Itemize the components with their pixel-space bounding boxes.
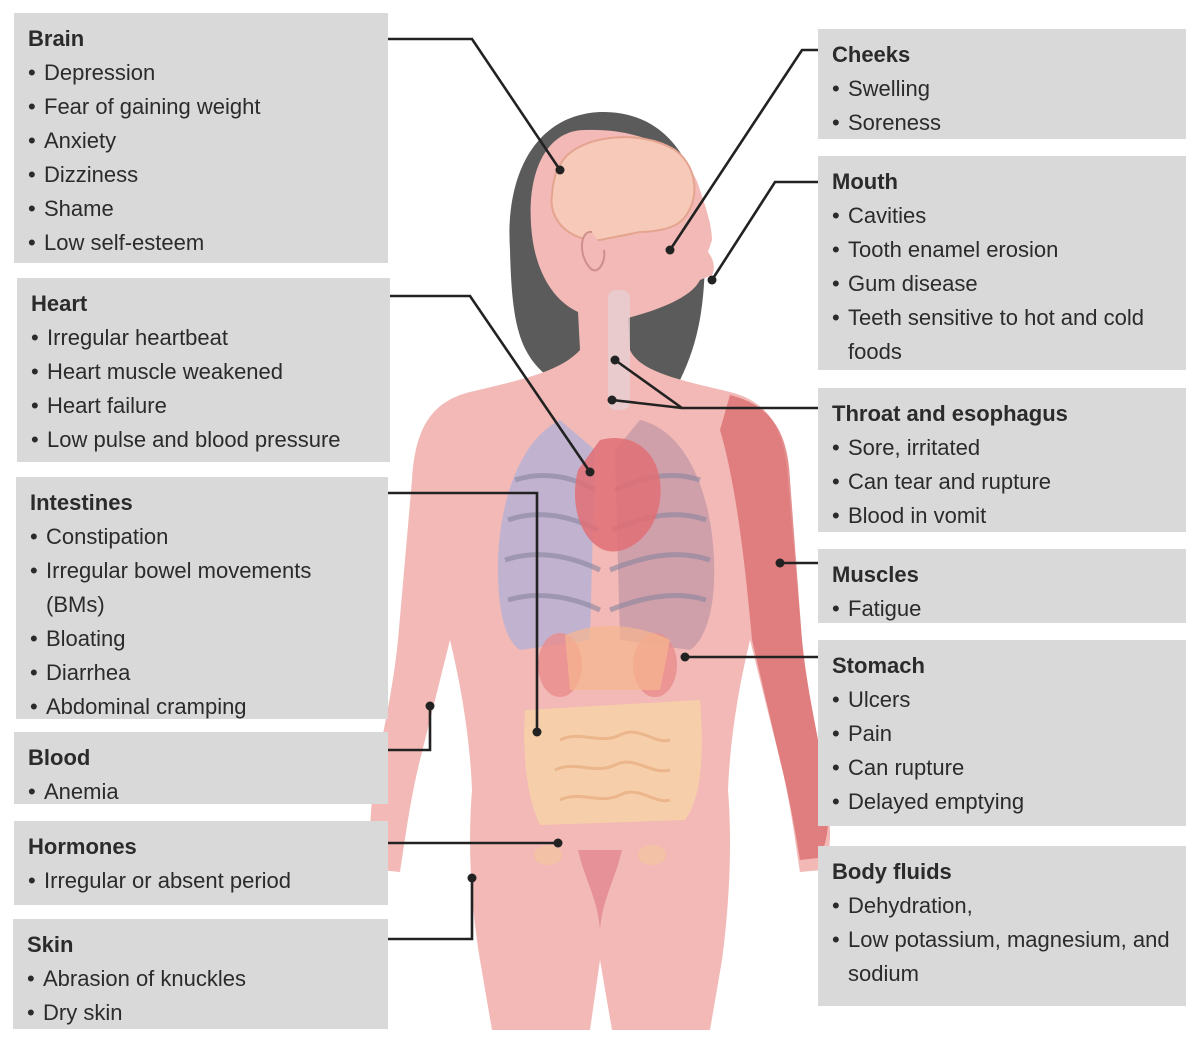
throat-panel: Throat and esophagus Sore, irritated Can…: [818, 388, 1186, 533]
blood-panel: Blood Anemia: [14, 732, 388, 809]
stomach-item: Ulcers: [832, 683, 1174, 717]
stomach-panel: Stomach Ulcers Pain Can rupture Delayed …: [818, 640, 1186, 826]
muscles-title: Muscles: [832, 562, 919, 587]
hormones-item: Irregular or absent period: [28, 864, 376, 898]
blood-title: Blood: [28, 745, 91, 770]
skin-item: Dry skin: [27, 996, 376, 1030]
hormones-panel: Hormones Irregular or absent period: [14, 821, 388, 905]
brain-item: Depression: [28, 56, 376, 90]
cheeks-item: Swelling: [832, 72, 1174, 106]
stomach-item: Pain: [832, 717, 1174, 751]
throat-title: Throat and esophagus: [832, 401, 1068, 426]
fluids-title: Body fluids: [832, 859, 952, 884]
intestines-item: Irregular bowel movements (BMs): [30, 554, 366, 622]
brain-item: Fear of gaining weight: [28, 90, 376, 124]
intestines-item: Diarrhea: [30, 656, 376, 690]
brain-panel: Brain Depression Fear of gaining weight …: [14, 13, 388, 263]
intestines: [524, 700, 702, 825]
intestines-title: Intestines: [30, 490, 133, 515]
skin-panel: Skin Abrasion of knuckles Dry skin: [13, 919, 388, 1030]
ear: [581, 231, 606, 272]
cheeks-item: Soreness: [832, 106, 1174, 140]
stomach-title: Stomach: [832, 653, 925, 678]
brain-title: Brain: [28, 26, 85, 51]
ovary-left: [534, 845, 562, 865]
muscles-item: Fatigue: [832, 592, 1174, 626]
heart-item: Irregular heartbeat: [31, 321, 378, 355]
heart-item: Low pulse and blood pressure: [31, 423, 378, 457]
ovary-right: [638, 845, 666, 865]
mouth-item: Cavities: [832, 199, 1174, 233]
muscles-panel: Muscles Fatigue: [818, 549, 1186, 626]
fluids-panel: Body fluids Dehydration, Low potassium, …: [818, 846, 1186, 1006]
heart-item: Heart muscle weakened: [31, 355, 378, 389]
heart-panel: Heart Irregular heartbeat Heart muscle w…: [17, 278, 390, 462]
body-silhouette: [370, 129, 830, 1030]
pancreas: [565, 625, 670, 690]
intestines-item: Constipation: [30, 520, 376, 554]
heart-item: Heart failure: [31, 389, 378, 423]
stomach-item: Delayed emptying: [832, 785, 1174, 819]
arm-muscle: [720, 395, 829, 860]
fluids-item: Dehydration,: [832, 889, 1174, 923]
skin-item: Abrasion of knuckles: [27, 962, 376, 996]
skin-title: Skin: [27, 932, 74, 957]
heart-title: Heart: [31, 291, 88, 316]
throat-item: Sore, irritated: [832, 431, 1174, 465]
brain-item: Anxiety: [28, 124, 376, 158]
intestines-item: Abdominal cramping: [30, 690, 376, 724]
intestines-panel: Intestines Constipation Irregular bowel …: [16, 477, 388, 724]
mouth-panel: Mouth Cavities Tooth enamel erosion Gum …: [818, 156, 1186, 370]
brain: [550, 136, 696, 242]
fluids-item: Low potassium, magnesium, and sodium: [832, 923, 1178, 991]
cheeks-title: Cheeks: [832, 42, 911, 67]
hormones-title: Hormones: [28, 834, 137, 859]
uterus: [578, 850, 622, 930]
brain-item: Low self-esteem: [28, 226, 376, 260]
throat-item: Blood in vomit: [832, 499, 1174, 533]
brain-item: Dizziness: [28, 158, 376, 192]
cheeks-panel: Cheeks Swelling Soreness: [818, 29, 1186, 140]
mouth-item: Tooth enamel erosion: [832, 233, 1174, 267]
heart: [574, 438, 661, 552]
mouth-item: Teeth sensitive to hot and cold foods: [832, 301, 1148, 369]
throat-item: Can tear and rupture: [832, 465, 1174, 499]
blood-item: Anemia: [28, 775, 376, 809]
brain-item: Shame: [28, 192, 376, 226]
intestines-item: Bloating: [30, 622, 376, 656]
mouth-title: Mouth: [832, 169, 898, 194]
trachea: [608, 290, 630, 410]
mouth-item: Gum disease: [832, 267, 1174, 301]
stomach-item: Can rupture: [832, 751, 1174, 785]
